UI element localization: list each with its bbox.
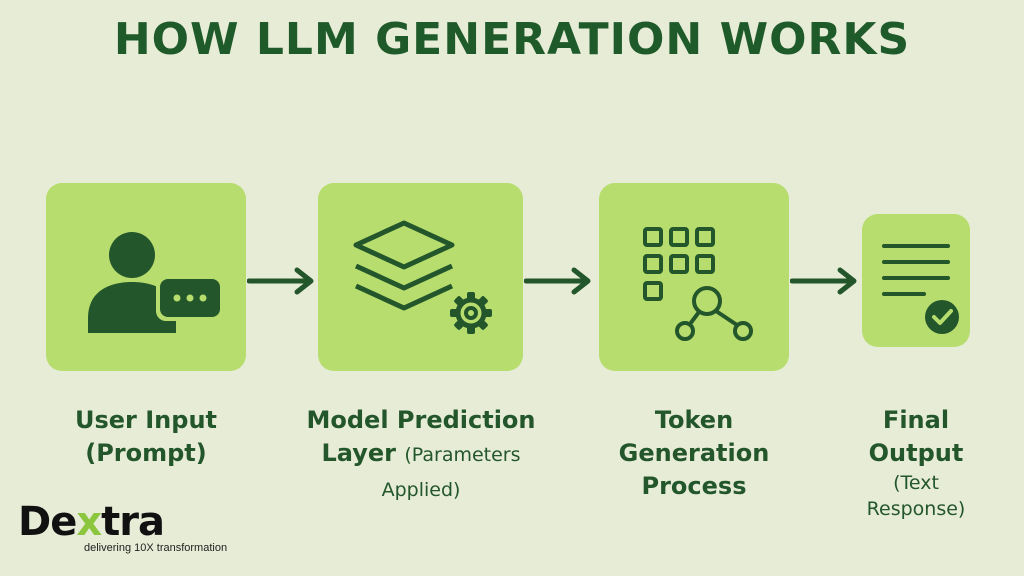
document-check-icon	[882, 244, 959, 334]
step-3-line1: Token	[654, 406, 734, 434]
step-label-final-output: Final Output (Text Response)	[846, 404, 986, 522]
logo-tagline: delivering 10X transformation	[84, 542, 228, 554]
step-box-user-input	[46, 183, 246, 371]
dextra-logo: Dextra delivering 10X transformation	[18, 500, 227, 554]
arrow-right-icon	[790, 267, 857, 295]
logo-wordmark: Dextra	[18, 499, 165, 545]
step-4-note1: (Text	[893, 472, 939, 494]
step-1-line2: (Prompt)	[85, 439, 207, 467]
layers-gear-icon	[353, 220, 492, 334]
step-2-line1: Model Prediction	[306, 406, 536, 434]
step-box-model-prediction	[318, 183, 523, 371]
step-box-token-generation	[599, 183, 789, 371]
step-3-line3: Process	[641, 472, 747, 500]
step-box-final-output	[862, 214, 970, 347]
arrow-right-icon	[247, 267, 314, 295]
step-label-token-generation: Token Generation Process	[599, 404, 789, 503]
step-4-line2: Output	[868, 439, 964, 467]
step-1-line1: User Input	[75, 406, 217, 434]
step-2-line2: Layer	[321, 439, 396, 467]
token-grid-network-icon	[643, 227, 753, 341]
page-title: HOW LLM GENERATION WORKS	[113, 14, 911, 65]
arrow-right-icon	[524, 267, 591, 295]
step-label-user-input: User Input (Prompt)	[46, 404, 246, 470]
step-4-line1: Final	[882, 406, 950, 434]
step-label-model-prediction: Model Prediction Layer (Parameters Appli…	[296, 404, 546, 507]
step-2-note: (Parameters Applied)	[381, 444, 521, 501]
user-chat-icon	[88, 232, 224, 333]
step-3-line2: Generation	[618, 439, 770, 467]
step-4-note2: Response)	[866, 498, 966, 520]
